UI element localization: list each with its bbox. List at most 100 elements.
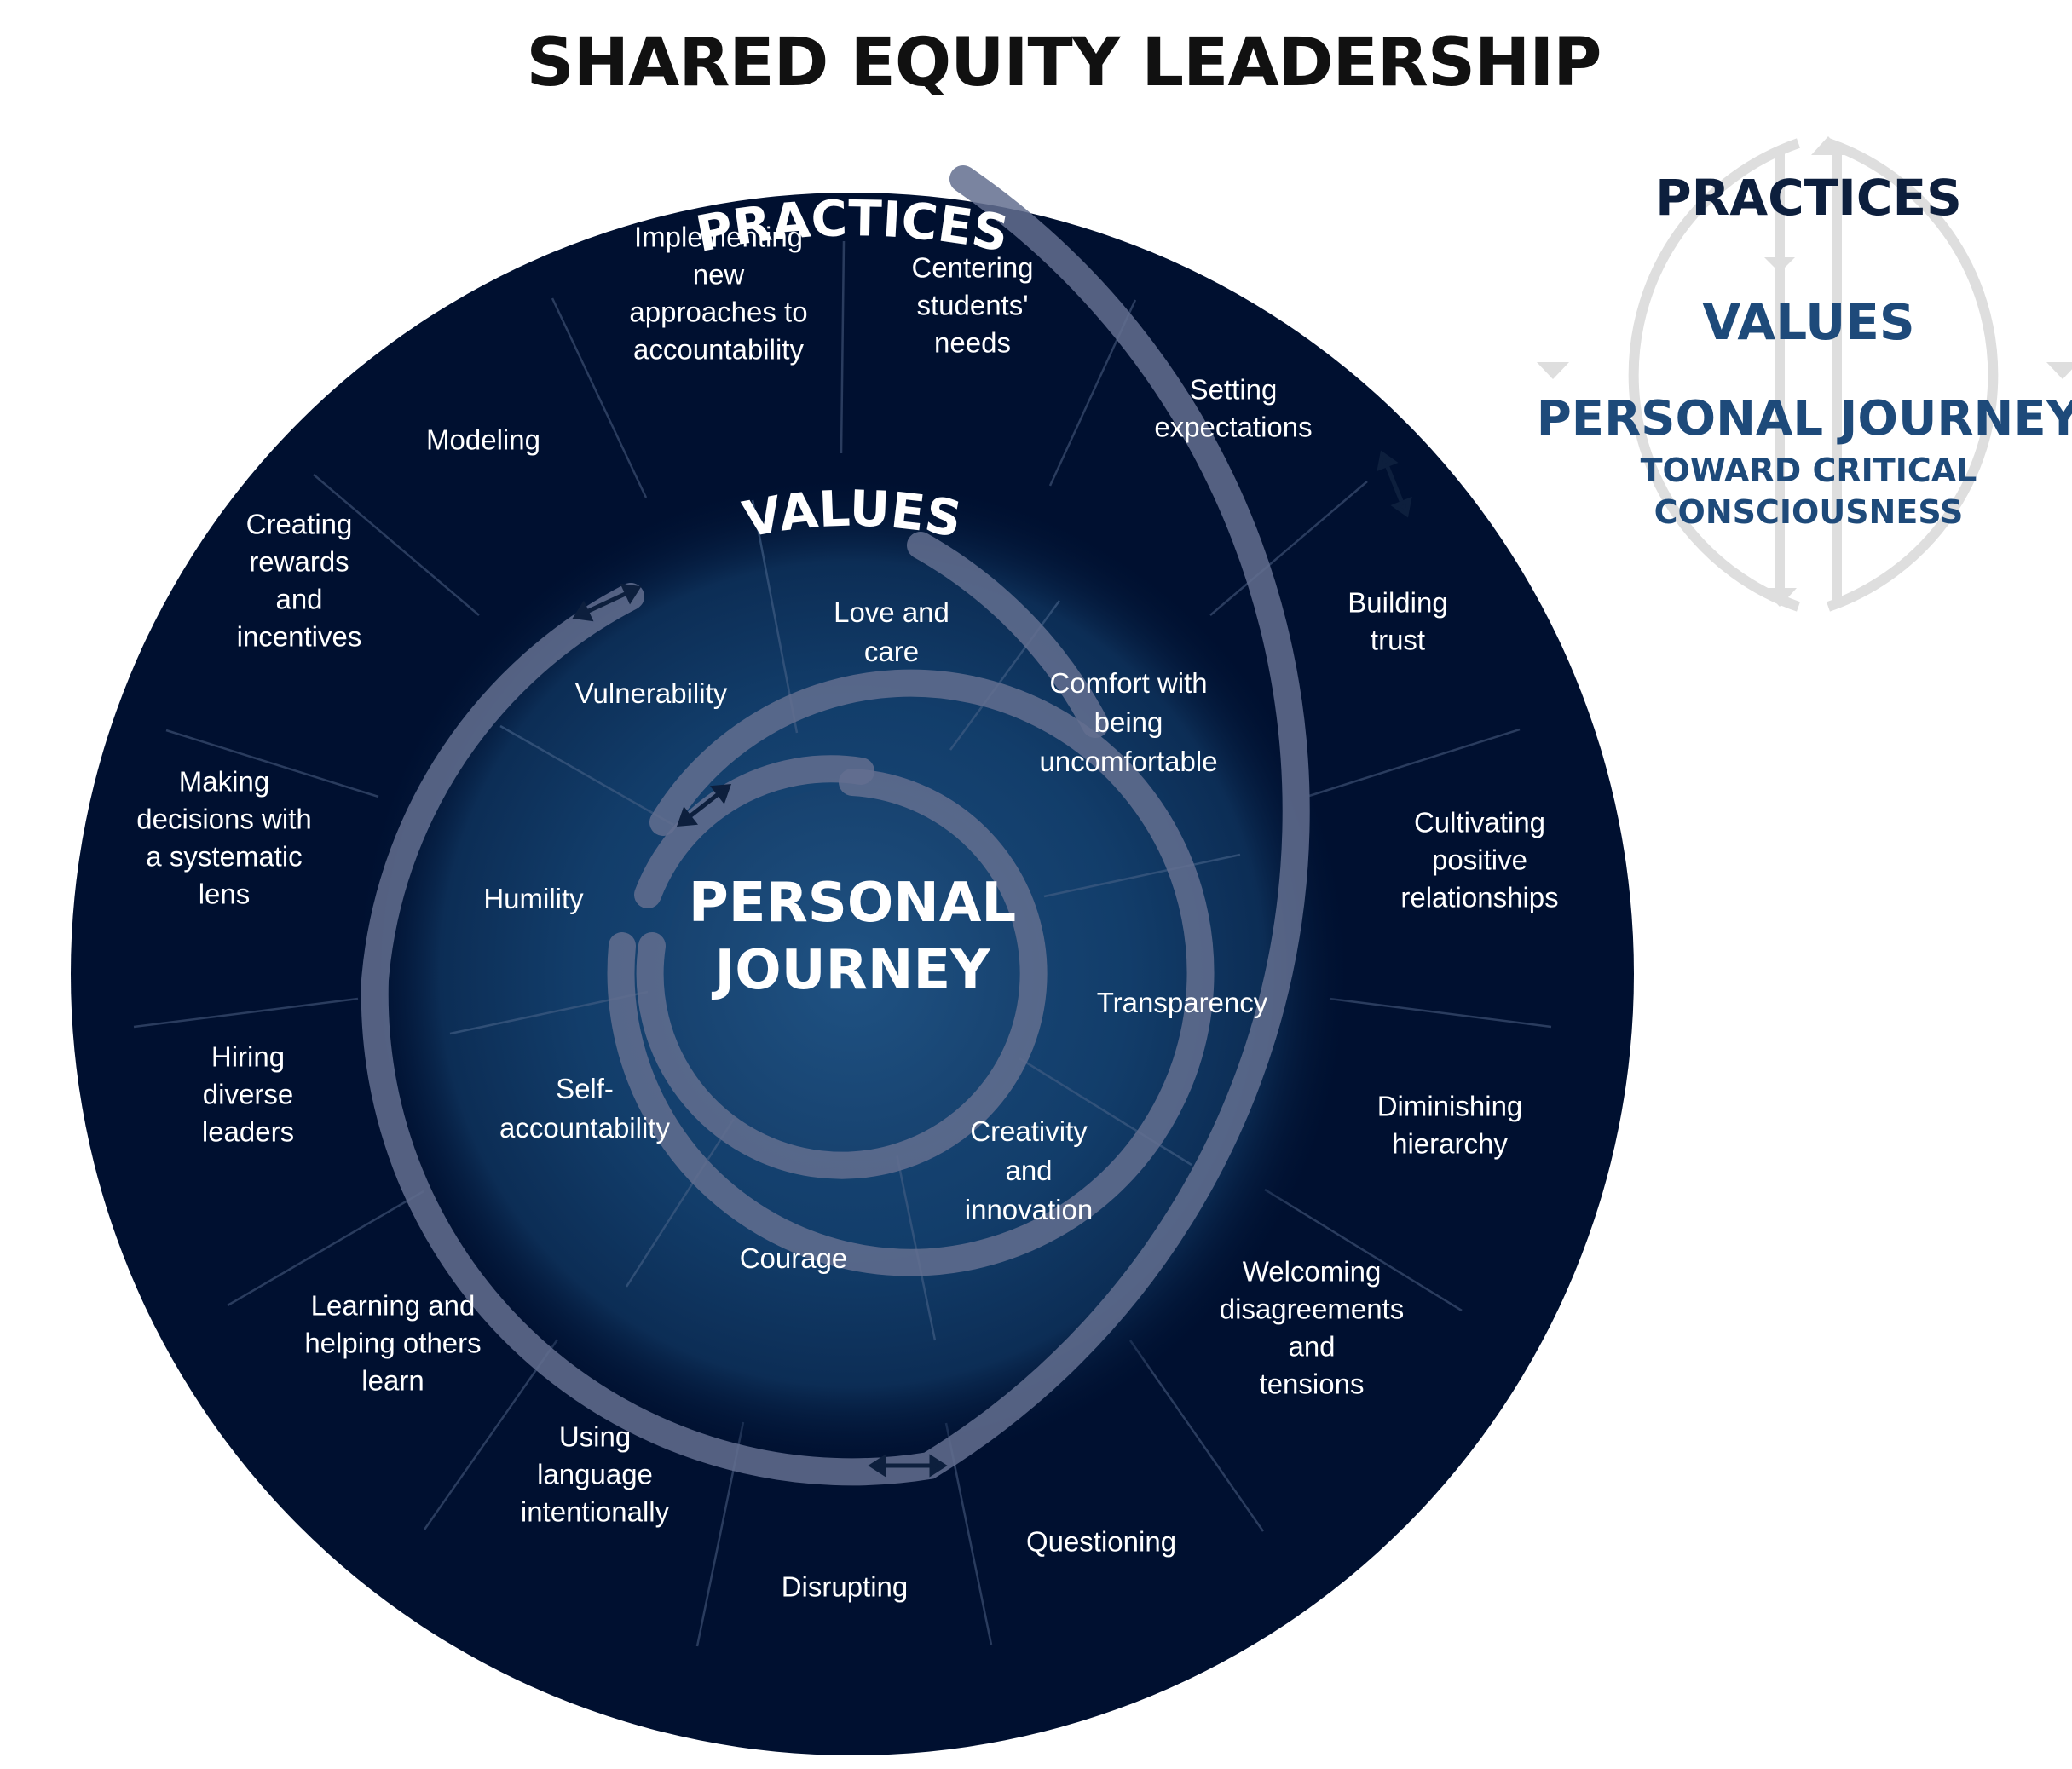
practice-label: Centering students' needs [911, 252, 1033, 359]
practice-divider-line [840, 240, 846, 454]
practice-label-line: lens [199, 879, 251, 910]
value-label: Transparency [1097, 987, 1268, 1018]
practice-label-line: helping others [304, 1328, 481, 1359]
value-divider-line [499, 724, 674, 827]
practice-label-line: diverse [203, 1079, 293, 1110]
value-label-line: Transparency [1097, 987, 1268, 1018]
legend: PRACTICES VALUES PERSONAL JOURNEY TOWARD… [1537, 136, 2072, 612]
practice-label-line: Disrupting [782, 1571, 909, 1603]
value-divider-line [751, 499, 799, 734]
practice-dividers [133, 240, 1552, 1647]
practice-label: Creating rewards and incentives [237, 509, 362, 653]
legend-subtitle-line1: TOWARD CRITICAL [1641, 452, 1977, 489]
double-arrow-icons [572, 450, 1412, 1478]
legend-practices: PRACTICES [1655, 169, 1962, 227]
practice-label-line: learn [361, 1365, 424, 1397]
practice-label-line: Implementing [634, 222, 803, 253]
practice-label-line: rewards [249, 546, 349, 578]
practice-label-line: Using [559, 1421, 631, 1453]
value-label: Humility [483, 883, 584, 914]
practice-label-line: relationships [1400, 882, 1558, 913]
practice-label-line: expectations [1154, 412, 1312, 443]
practice-divider-line [1264, 1188, 1463, 1312]
legend-subtitle-line2: CONSCIOUSNESS [1654, 493, 1964, 531]
practice-divider-line [1209, 481, 1368, 616]
legend-values: VALUES [1702, 293, 1914, 351]
value-label-line: Humility [483, 883, 584, 914]
practice-divider-line [133, 997, 359, 1029]
practice-label-line: and [275, 584, 322, 615]
practice-label-line: Questioning [1026, 1526, 1176, 1558]
value-label-line: Comfort with [1049, 667, 1207, 699]
practice-label: Using language intentionally [521, 1421, 670, 1528]
practice-label-line: Centering [911, 252, 1033, 284]
value-label: Courage [740, 1242, 848, 1274]
practice-label-line: accountability [633, 334, 804, 366]
practice-label: Learning and helping others learn [304, 1290, 481, 1397]
practice-divider-line [1308, 728, 1521, 798]
practice-label-line: language [537, 1459, 653, 1490]
practice-label-line: intentionally [521, 1496, 670, 1528]
practice-label-line: Diminishing [1377, 1091, 1523, 1122]
practice-label: Questioning [1026, 1526, 1176, 1558]
practice-label: Modeling [426, 424, 540, 456]
double-arrow-icon [676, 783, 732, 827]
legend-personal-journey: PERSONAL JOURNEY [1537, 391, 2072, 447]
practice-label-line: decisions with [136, 804, 311, 835]
practice-label-line: hierarchy [1392, 1128, 1508, 1160]
value-label-line: accountability [499, 1112, 670, 1144]
center-title-line1: PERSONAL [689, 872, 1016, 935]
practice-divider-line [423, 1339, 559, 1530]
double-arrow-icon [1377, 450, 1412, 518]
practice-divider-line [551, 297, 648, 498]
page-title: SHARED EQUITY LEADERSHIP [527, 25, 1602, 101]
value-label-line: Vulnerability [575, 677, 728, 709]
practice-label-line: tensions [1260, 1369, 1365, 1400]
practice-label-line: Cultivating [1414, 807, 1545, 838]
value-label-line: being [1094, 706, 1163, 738]
legend-cycle-arcs [1628, 138, 1999, 612]
center-title-line2: JOURNEY [711, 939, 990, 1002]
practice-divider-line [313, 474, 480, 616]
practice-label-line: a systematic [146, 841, 302, 873]
value-label: Vulnerability [575, 677, 728, 709]
value-label-line: care [864, 636, 919, 667]
practice-label-line: Welcoming [1243, 1256, 1382, 1288]
practice-label-line: Setting [1190, 374, 1278, 406]
practice-label-line: incentives [237, 621, 362, 653]
practice-label-line: positive [1432, 844, 1527, 876]
value-label-line: uncomfortable [1039, 746, 1217, 777]
practice-label: Disrupting [782, 1571, 909, 1603]
practice-label-line: needs [934, 327, 1011, 359]
value-divider-line [1012, 1052, 1192, 1167]
value-divider-line [1043, 853, 1241, 898]
practice-label: Setting expectations [1154, 374, 1312, 443]
practice-label: Cultivating positive relationships [1400, 807, 1558, 913]
practice-label-line: students' [916, 290, 1028, 321]
practice-label-line: and [1288, 1331, 1335, 1363]
value-label: Comfort with being uncomfortable [1039, 667, 1217, 777]
personal-journey-circle [665, 787, 1040, 1161]
spiral-arrow-track [361, 165, 1310, 1486]
double-arrow-icon [868, 1454, 948, 1478]
value-label: Self-accountability [499, 1073, 670, 1144]
practice-label: Diminishing hierarchy [1377, 1091, 1523, 1160]
practice-divider-line [227, 1190, 424, 1307]
value-label-line: Courage [740, 1242, 848, 1274]
value-label-line: Self- [556, 1073, 614, 1104]
practice-label-line: Learning and [311, 1290, 476, 1322]
practice-label-line: leaders [202, 1116, 294, 1148]
legend-arrowheads [1537, 136, 2072, 607]
practice-label-line: new [693, 259, 745, 291]
practice-label-line: Creating [246, 509, 353, 540]
